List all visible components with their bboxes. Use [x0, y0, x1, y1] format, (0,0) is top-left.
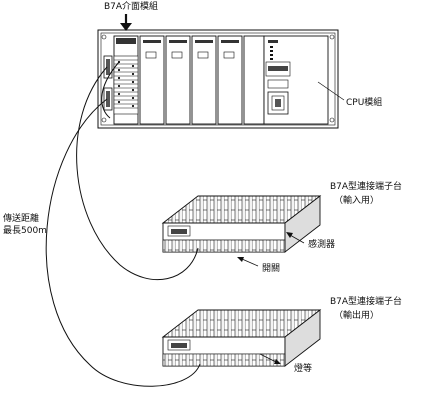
b7a-interface-label: B7A介面模組 [104, 2, 159, 12]
output-terminal-label-line2: （輸出用） [334, 311, 380, 321]
input-terminal-label-line2: （輸入用） [334, 196, 380, 206]
lamp-label: 燈等 [294, 364, 313, 374]
sensor-arrow [286, 232, 305, 244]
distance-label-line1: 傳送距離 [3, 214, 40, 224]
cpu-leader-line [317, 81, 345, 101]
distance-label-line2: 最長500m [3, 226, 47, 236]
cable-to-output-block [45, 98, 201, 387]
cable-input-a [101, 61, 120, 119]
io-modules [139, 35, 265, 125]
lamp-arrow [259, 353, 281, 364]
b7a-interface-module [103, 35, 139, 125]
switch-label: 開關 [262, 264, 281, 274]
cpu-module [263, 35, 329, 125]
cable-to-input-block [76, 66, 199, 281]
sensor-label: 感測器 [308, 240, 336, 250]
output-terminal-block [161, 309, 322, 367]
input-terminal-label-line1: B7A型連接端子台 [330, 182, 403, 192]
cpu-module-label: CPU模組 [346, 98, 383, 108]
b7a-label-arrow [120, 14, 132, 31]
output-terminal-label-line1: B7A型連接端子台 [330, 297, 403, 307]
input-terminal-block [161, 195, 322, 253]
switch-arrow [237, 257, 259, 267]
